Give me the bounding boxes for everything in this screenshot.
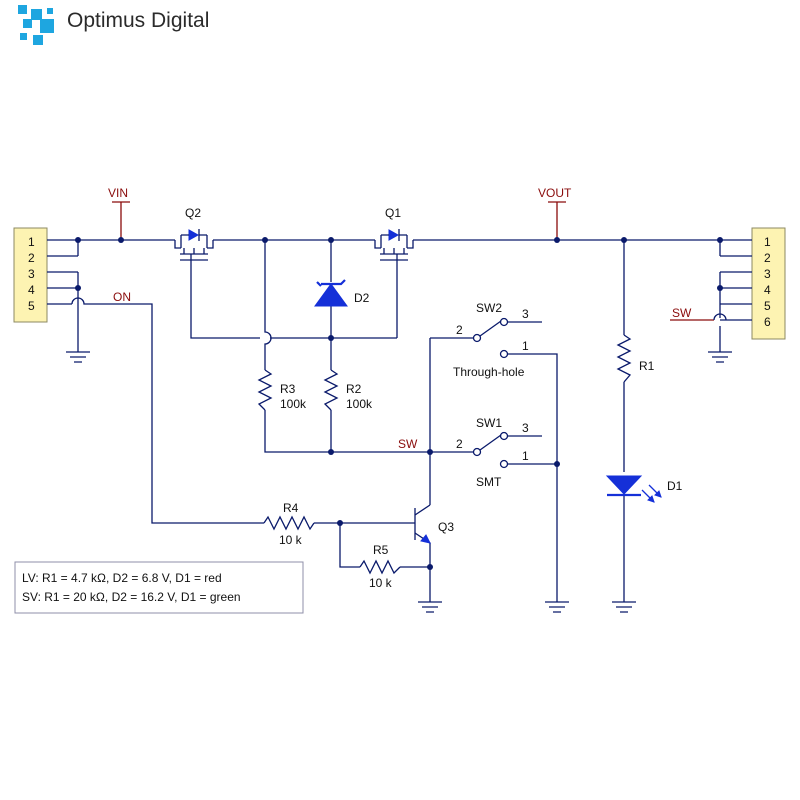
mosfet-q2: Q2 [174, 206, 214, 261]
q1-label: Q1 [385, 206, 401, 220]
mosfet-q1: Q1 [374, 206, 414, 261]
left-header-pin-2: 2 [28, 251, 35, 265]
ground-symbols [66, 345, 732, 613]
d2-label: D2 [354, 291, 370, 305]
right-header-pin-6: 6 [764, 315, 771, 329]
net-sw-mid: SW [398, 437, 418, 451]
r5-value: 10 k [369, 576, 393, 590]
sw2-pin-3: 3 [522, 307, 529, 321]
sw1-pin-2: 2 [456, 437, 463, 451]
resistor-r1: R1 [616, 334, 655, 383]
net-vout: VOUT [538, 186, 572, 200]
transistor-q3: Q3 [420, 520, 454, 544]
net-vin: VIN [108, 186, 128, 200]
ground-icon [612, 598, 636, 613]
net-on: ON [113, 290, 131, 304]
sw1-pin-3: 3 [522, 421, 529, 435]
sw1-label: SW1 [476, 416, 502, 430]
resistor-r4: R4 10 k [263, 501, 315, 547]
right-header-pin-3: 3 [764, 267, 771, 281]
zener-diode-d2: D2 [314, 279, 370, 307]
left-header: 1 2 3 4 5 [13, 227, 48, 323]
resistor-r2: R2 100k [323, 369, 373, 411]
sw1-variant: SMT [476, 475, 502, 489]
resistor-r3: R3 100k [257, 369, 307, 411]
switch-sw2: SW2 2 3 1 Through-hole [453, 301, 529, 379]
right-header-pin-4: 4 [764, 283, 771, 297]
q3-label: Q3 [438, 520, 454, 534]
sw2-variant: Through-hole [453, 365, 525, 379]
r2-value: 100k [346, 397, 373, 411]
r3-value: 100k [280, 397, 307, 411]
sw2-label: SW2 [476, 301, 502, 315]
note-lv: LV: R1 = 4.7 kΩ, D2 = 6.8 V, D1 = red [22, 571, 222, 585]
sw1-pin-1: 1 [522, 449, 529, 463]
led-d1: D1 [605, 475, 683, 503]
logo-mark-icon [18, 5, 54, 45]
switch-sw1: SW1 2 3 1 SMT [456, 416, 529, 489]
ground-icon [708, 345, 732, 363]
left-header-pin-3: 3 [28, 267, 35, 281]
r1-label: R1 [639, 359, 655, 373]
r2-label: R2 [346, 382, 362, 396]
ground-icon [418, 598, 442, 613]
ground-icon [66, 345, 90, 363]
sw2-pin-2: 2 [456, 323, 463, 337]
brand-name: Optimus Digital [67, 9, 209, 32]
r3-label: R3 [280, 382, 296, 396]
left-header-pin-1: 1 [28, 235, 35, 249]
right-header-body [751, 227, 786, 340]
net-labels: VIN VOUT ON SW SW [108, 186, 692, 451]
right-header-pin-2: 2 [764, 251, 771, 265]
notes-box [14, 561, 304, 614]
sw2-pin-1: 1 [522, 339, 529, 353]
r4-label: R4 [283, 501, 299, 515]
note-sv: SV: R1 = 20 kΩ, D2 = 16.2 V, D1 = green [22, 590, 241, 604]
left-header-body [13, 227, 48, 323]
q2-label: Q2 [185, 206, 201, 220]
variant-notes: LV: R1 = 4.7 kΩ, D2 = 6.8 V, D1 = red SV… [14, 561, 304, 614]
net-sw-right: SW [672, 306, 692, 320]
resistor-r5: R5 10 k [359, 543, 401, 590]
left-header-pin-5: 5 [28, 299, 35, 313]
right-header-pin-5: 5 [764, 299, 771, 313]
r5-label: R5 [373, 543, 389, 557]
brand-logo: Optimus Digital [18, 5, 209, 45]
right-header: 1 2 3 4 5 6 [751, 227, 786, 340]
d1-label: D1 [667, 479, 683, 493]
r4-value: 10 k [279, 533, 303, 547]
left-header-pin-4: 4 [28, 283, 35, 297]
junction-dots [75, 237, 723, 570]
wires [47, 201, 752, 598]
ground-icon [545, 598, 569, 613]
right-header-pin-1: 1 [764, 235, 771, 249]
